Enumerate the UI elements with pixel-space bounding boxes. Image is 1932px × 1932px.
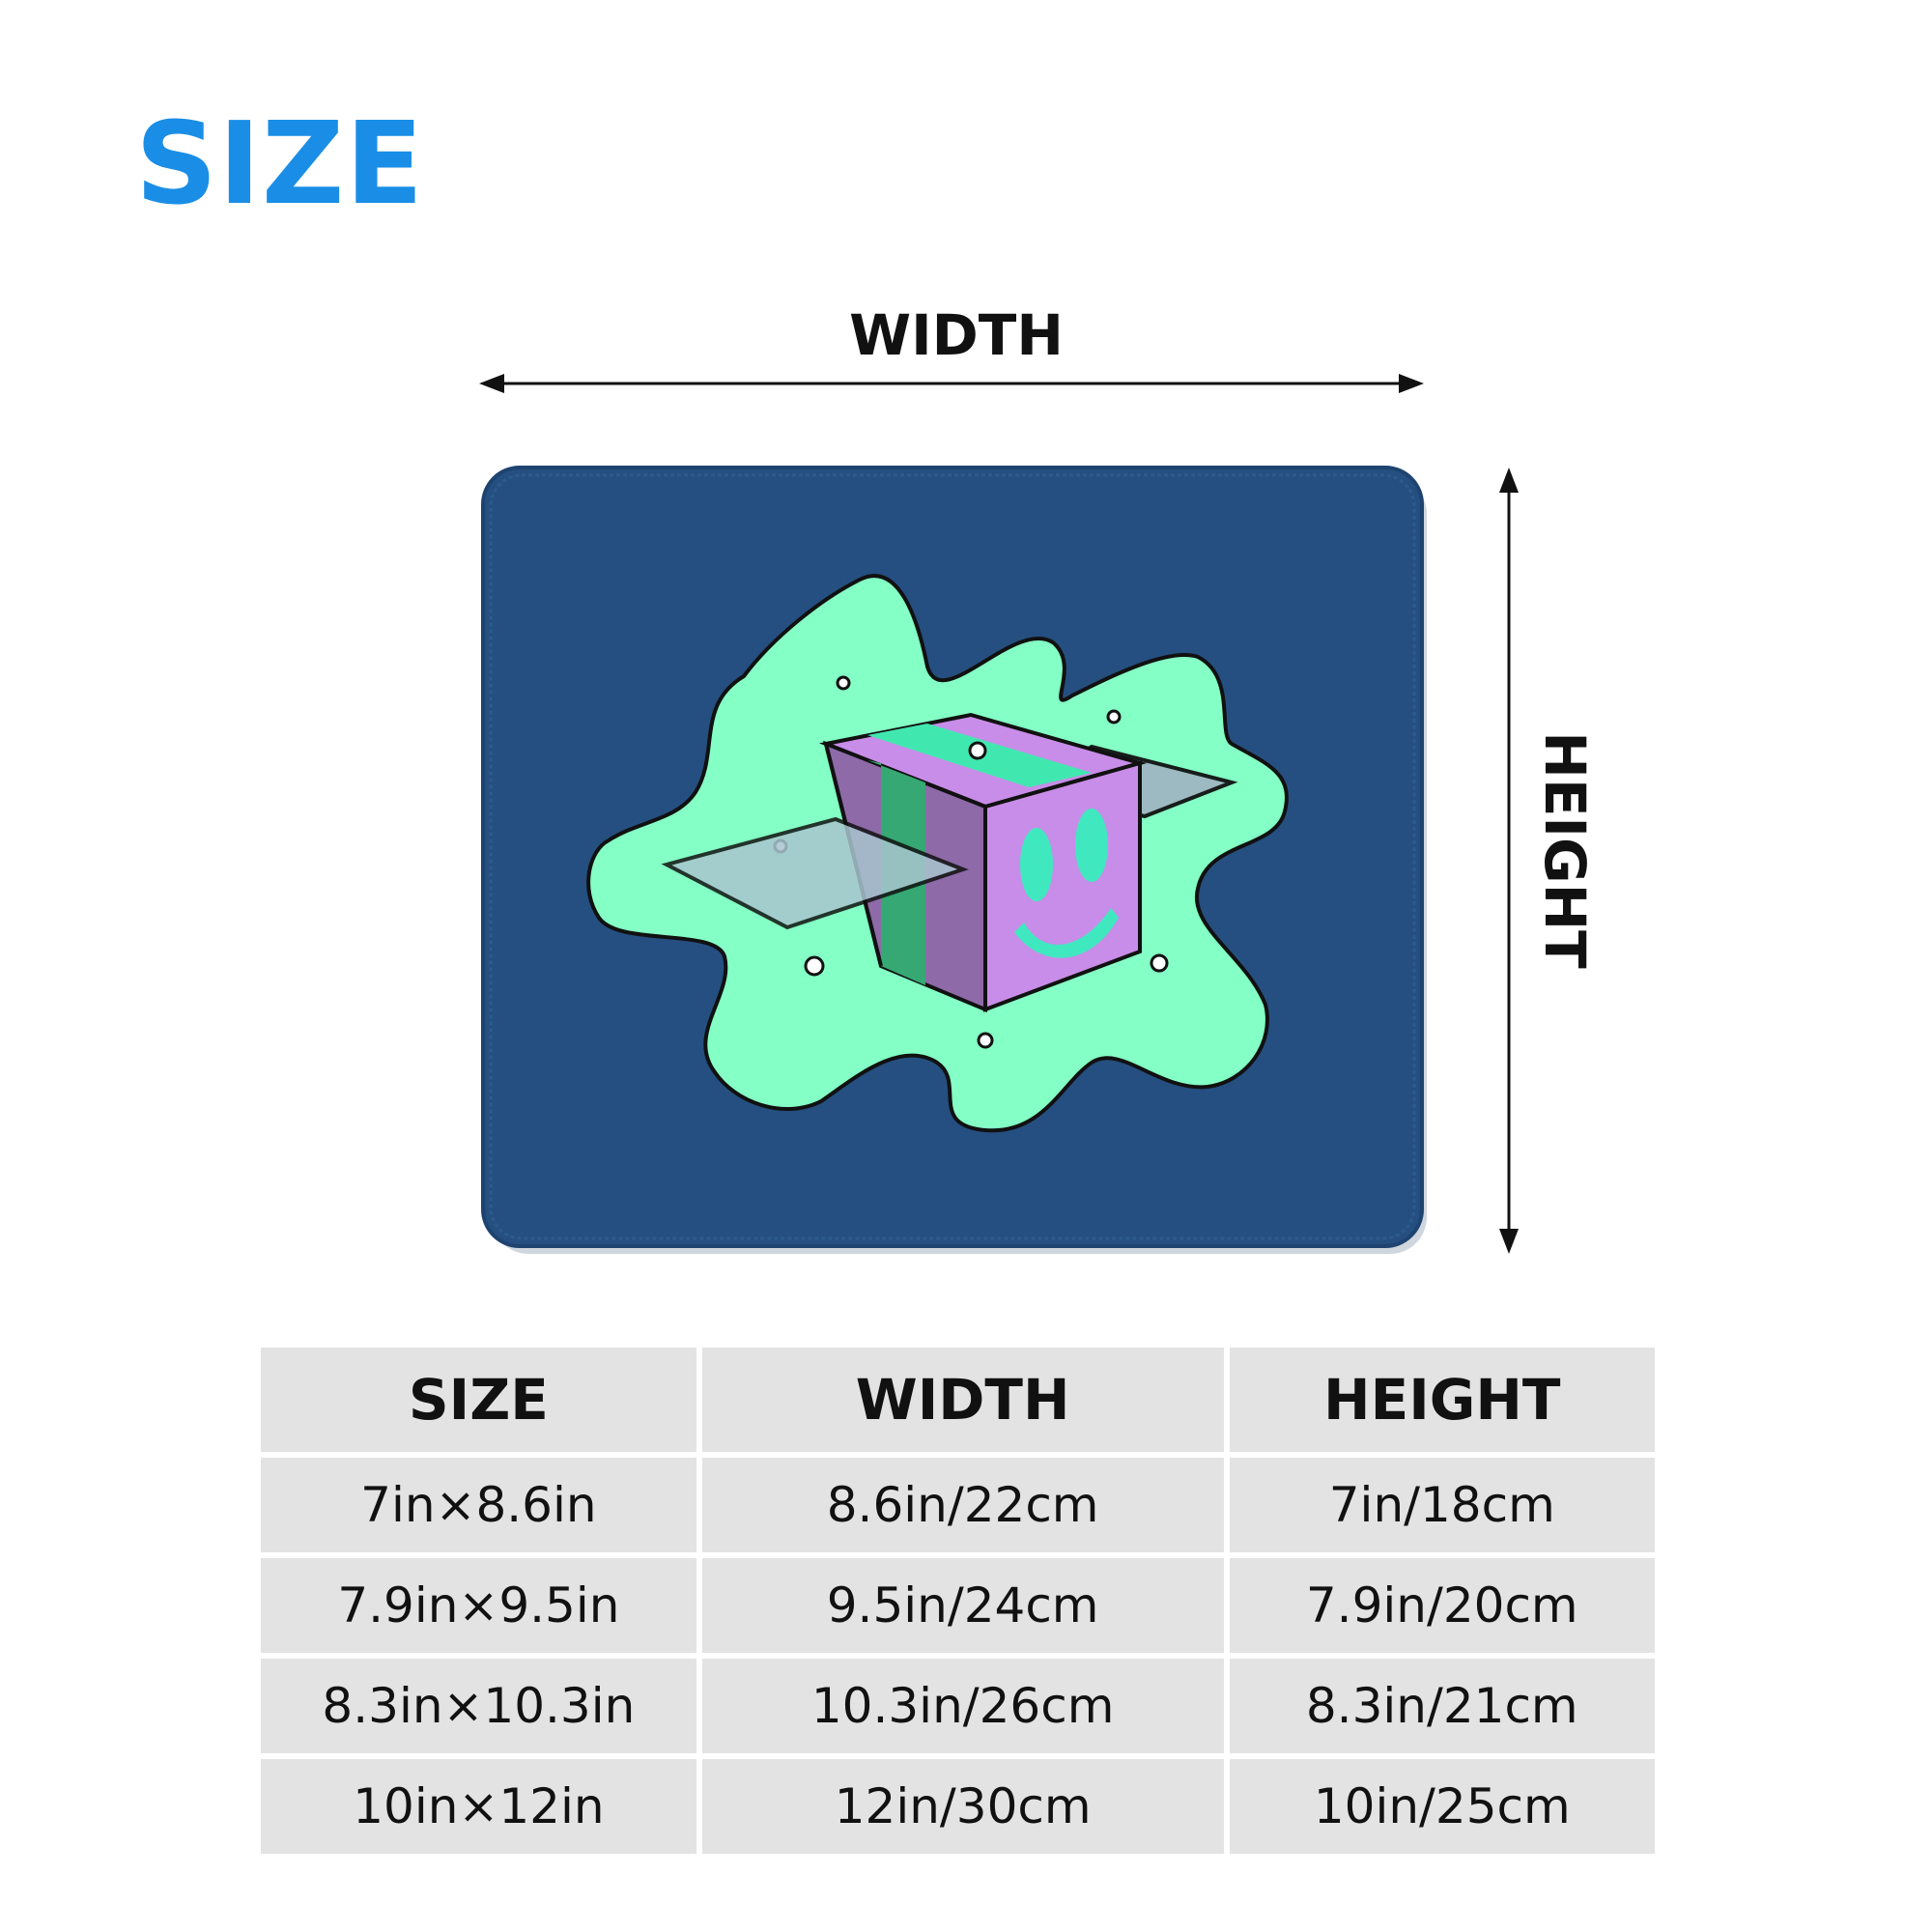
header-height: HEIGHT — [1229, 1348, 1655, 1452]
cell-height: 8.3in/21cm — [1229, 1659, 1655, 1753]
cell-size: 7.9in×9.5in — [261, 1558, 696, 1653]
height-label-text: HEIGHT — [1532, 731, 1598, 969]
cell-width: 9.5in/24cm — [701, 1558, 1224, 1653]
cell-size: 7in×8.6in — [261, 1458, 696, 1552]
width-label: WIDTH — [849, 302, 1064, 368]
cell-height: 10in/25cm — [1229, 1759, 1655, 1854]
table-row: 10in×12in 12in/30cm 10in/25cm — [261, 1759, 1655, 1854]
header-width: WIDTH — [701, 1348, 1224, 1452]
header-size: SIZE — [261, 1348, 696, 1452]
page-title: SIZE — [135, 97, 425, 230]
table-row: 7in×8.6in 8.6in/22cm 7in/18cm — [261, 1458, 1655, 1552]
size-table-container: SIZE WIDTH HEIGHT 7in×8.6in 8.6in/22cm 7… — [261, 1348, 1666, 1854]
cell-width: 12in/30cm — [701, 1759, 1224, 1854]
height-arrow — [1499, 468, 1519, 1254]
table-row: 7.9in×9.5in 9.5in/24cm 7.9in/20cm — [261, 1558, 1655, 1653]
mouse-pad-image — [481, 466, 1427, 1254]
cell-height: 7.9in/20cm — [1229, 1558, 1655, 1653]
cell-height: 7in/18cm — [1229, 1458, 1655, 1552]
cell-width: 8.6in/22cm — [701, 1458, 1224, 1552]
width-arrow — [479, 374, 1424, 393]
cell-width: 10.3in/26cm — [701, 1659, 1224, 1753]
cell-size: 8.3in×10.3in — [261, 1659, 696, 1753]
table-row: 8.3in×10.3in 10.3in/26cm 8.3in/21cm — [261, 1659, 1655, 1753]
size-table: SIZE WIDTH HEIGHT 7in×8.6in 8.6in/22cm 7… — [255, 1342, 1661, 1860]
cell-size: 10in×12in — [261, 1759, 696, 1854]
table-header-row: SIZE WIDTH HEIGHT — [261, 1348, 1655, 1452]
